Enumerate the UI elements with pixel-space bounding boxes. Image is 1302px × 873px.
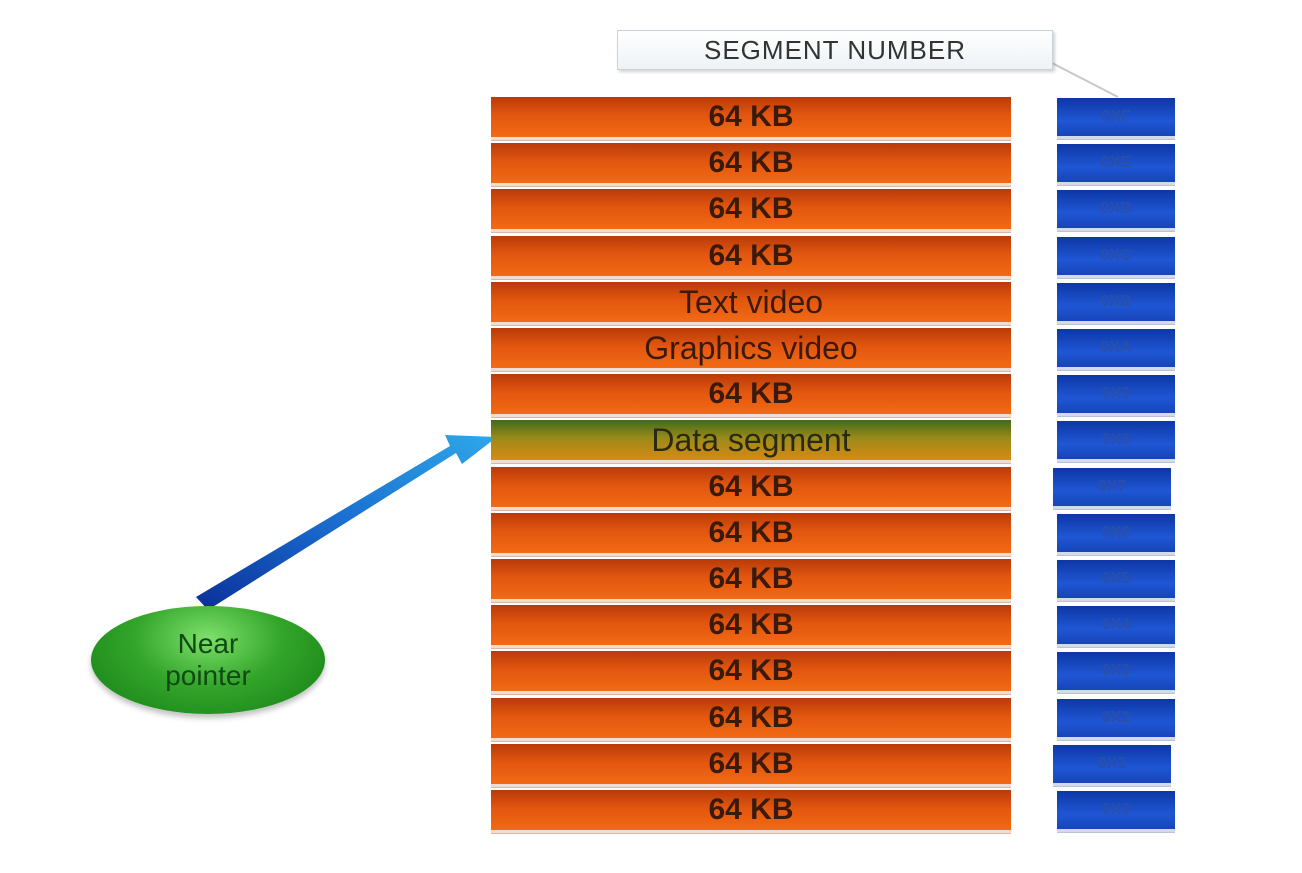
- segment-number-cell: 0X5: [1057, 560, 1175, 598]
- near-pointer-arrow: [196, 435, 497, 610]
- near-pointer-line2: pointer: [165, 660, 251, 691]
- memory-block: 64 KB: [491, 513, 1011, 553]
- segment-number-cell: 0X9: [1057, 375, 1175, 413]
- memory-block: 64 KB: [491, 374, 1011, 414]
- memory-block: 64 KB: [491, 143, 1011, 183]
- memory-block: 64 KB: [491, 467, 1011, 507]
- memory-block: 64 KB: [491, 189, 1011, 229]
- near-pointer-line1: Near: [177, 628, 239, 659]
- segment-number-cell: 0X6: [1057, 514, 1175, 552]
- segment-number-cell: 0XE: [1057, 144, 1175, 182]
- memory-block: 64 KB: [491, 651, 1011, 691]
- segment-number-cell: 0X7: [1053, 468, 1171, 506]
- segment-number-cell: 0X3: [1057, 652, 1175, 690]
- segment-number-cell: 0XF: [1057, 98, 1175, 136]
- memory-block: Text video: [491, 282, 1011, 322]
- segment-number-cell: 0XB: [1057, 283, 1175, 321]
- segment-number-cell: 0X8: [1057, 421, 1175, 459]
- segment-number-cell: 0X0: [1057, 791, 1175, 829]
- memory-block: 64 KB: [491, 698, 1011, 738]
- memory-block: Data segment: [491, 420, 1011, 460]
- near-pointer-bubble: Near pointer: [91, 606, 325, 714]
- segment-number-cell: 0X1: [1053, 745, 1171, 783]
- segment-number-label: SEGMENT NUMBER: [617, 30, 1053, 70]
- segment-label-connector: [1049, 61, 1119, 98]
- memory-block: 64 KB: [491, 97, 1011, 137]
- memory-block: 64 KB: [491, 236, 1011, 276]
- segment-number-cell: 0X4: [1057, 606, 1175, 644]
- memory-block: 64 KB: [491, 605, 1011, 645]
- segment-number-cell: 0XA: [1057, 329, 1175, 367]
- segment-number-cell: 0XD: [1057, 190, 1175, 228]
- memory-block: 64 KB: [491, 559, 1011, 599]
- segment-number-cell: 0XC: [1057, 237, 1175, 275]
- memory-block: Graphics video: [491, 328, 1011, 368]
- memory-block: 64 KB: [491, 744, 1011, 784]
- memory-block: 64 KB: [491, 790, 1011, 830]
- segment-number-cell: 0X2: [1057, 699, 1175, 737]
